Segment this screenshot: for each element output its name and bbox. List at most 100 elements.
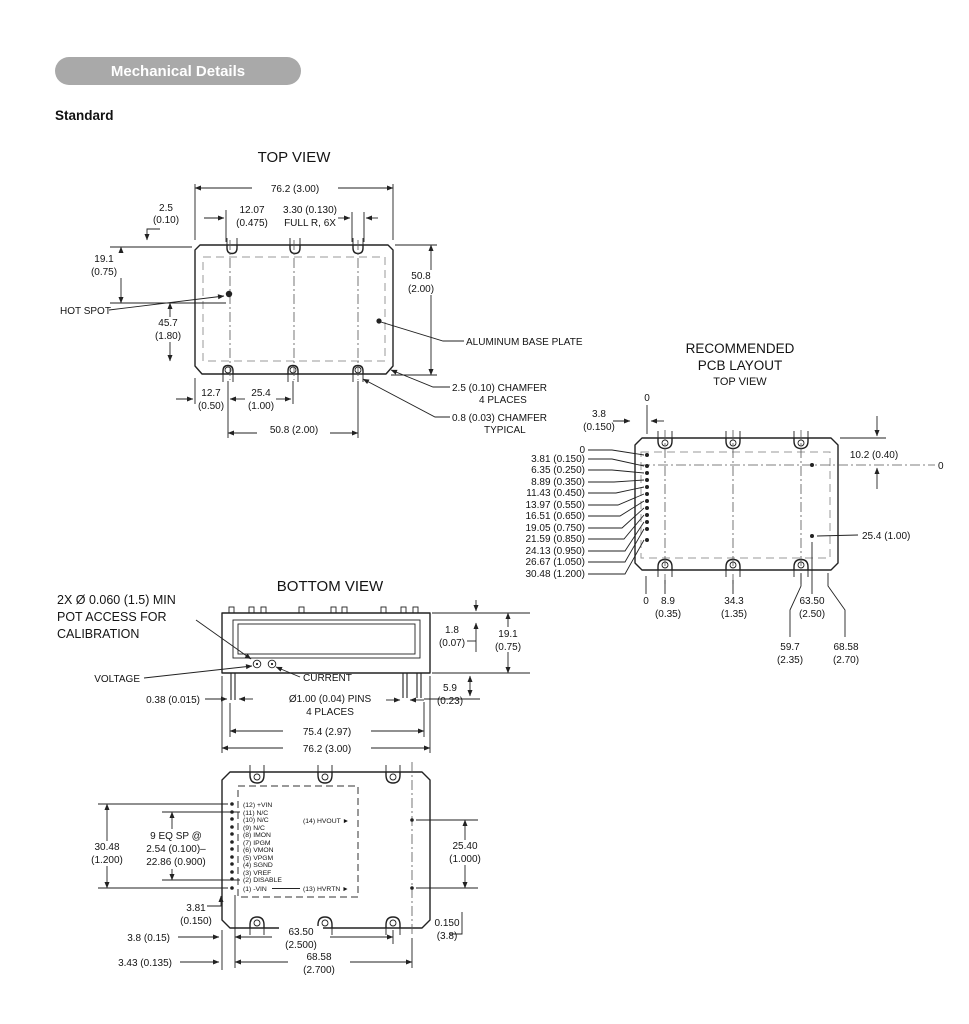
pin-label: (10) N/C [243,817,269,824]
pcb-dim-top-label-in: (0.150) [583,422,615,433]
dim-widths-lines [221,676,431,753]
pins-note-label: Ø1.00 (0.04) PINS [289,694,372,705]
pcb-col-label-in: (0.35) [655,609,681,620]
pot-access-label3: CALIBRATION [57,627,139,641]
pcb-title-line1: RECOMMENDED [686,341,795,356]
top-view-bottom-dims [176,378,359,438]
current-label: CURRENT [303,673,352,684]
dim-eqsp-label3: 22.86 (0.900) [146,857,206,868]
pot-access-label1: 2X Ø 0.060 (1.5) MIN [57,593,176,607]
dim-b3-label: 50.8 (2.00) [270,425,318,436]
pcb-layout-drawing: RECOMMENDED PCB LAYOUT TOP VIEW [526,341,945,666]
dim-lead-label: 5.9 [443,683,457,694]
pcb-row-label: 19.05 (0.750) [526,523,586,534]
profile-bezel-outer [232,619,421,659]
pcb-centerlines [640,430,935,585]
pcb-left-holes [645,453,649,542]
chamfer-a-label: 2.5 (0.10) CHAMFER [452,383,547,394]
pcb-bottom-zero: 0 [643,596,649,607]
pcb-dim-right-lines [840,416,886,489]
dim-381-label-in: (0.150) [180,916,212,927]
top-view-drawing: TOP VIEW [60,149,583,438]
dim-lip-arrows [467,600,479,652]
dim-width-label: 76.2 (3.00) [271,184,319,195]
voltage-leader [143,664,253,679]
pcb-right-hole-top [810,463,814,467]
chamfer-a-label2: 4 PLACES [479,395,527,406]
baseplate-leader [380,321,464,342]
pin-label: (9) N/C [243,825,265,832]
dim-381-leader [207,895,224,907]
dim-0150-label: 0.150 [434,918,459,929]
pin-label: (2) DISABLE [243,877,282,884]
pin-label: (5) VPGM [243,855,274,862]
top-view-width-dim [194,184,394,240]
pin-label: (11) N/C [243,810,268,817]
pin-label: (7) IPGM [243,840,271,847]
section-header-pill: Mechanical Details [55,57,301,85]
dim-6350-label: 63.50 [288,927,313,938]
pcb-row-zero: 0 [579,445,585,456]
dim-w1-label: 75.4 (2.97) [303,727,351,738]
dim-notch-radius-lines [338,212,378,242]
pcb-top-zero: 0 [644,393,650,404]
dim-lip-label: 1.8 [445,625,459,636]
pcb-row-label: 3.81 (0.150) [531,454,585,465]
pot-access-leader [195,619,252,660]
pin-label: (6) VMON [243,847,274,854]
pcb-row-label: 21.59 (0.850) [526,534,586,545]
pcb-dim-top-label: 3.8 [592,409,606,420]
dim-notch-offset-label: 12.07 [239,205,264,216]
pin-labels: (12) +VIN (11) N/C (10) N/C (9) N/C (8) … [243,802,349,893]
pin-label: (3) VREF [243,870,271,877]
dim-b1-label-in: (0.50) [198,401,224,412]
pot-access-label2: POT ACCESS FOR [57,610,167,624]
pcb-row-leaders [588,449,645,575]
pcb-dim-right-mid-leader [816,534,859,537]
dim-height-top-label-in: (0.75) [91,267,117,278]
pcb-dim-right-top-label: 10.2 (0.40) [850,450,898,461]
pin-table-outline [237,785,359,898]
top-view-title: TOP VIEW [258,149,332,166]
chamfer-b-label2: TYPICAL [484,425,526,436]
dim-corner-label-in: (0.10) [153,215,179,226]
hot-spot-marker [225,290,233,298]
chamfer-a-leader [390,369,450,388]
bottom-view-profile: BOTTOM VIEW 2X Ø 0.060 (1.5) MIN POT ACC… [57,578,530,755]
dim-pin-offset-label: 0.38 (0.015) [146,695,200,706]
dim-notch-radius-label2: FULL R, 6X [284,218,336,229]
pcb-row-label: 24.13 (0.950) [526,546,586,557]
pcb-outline [634,437,839,571]
dim-notch-offset-label-in: (0.475) [236,218,268,229]
voltage-label: VOLTAGE [94,674,140,685]
voltage-pot [252,659,262,669]
profile-body [221,612,431,674]
baseplate-marker [376,318,382,324]
chamfer-b-label: 0.8 (0.03) CHAMFER [452,413,547,424]
pin-label-hvrtn: (13) HVRTN ► [303,886,349,893]
dim-height-full-lines [391,244,437,376]
baseplate-label: ALUMINUM BASE PLATE [466,337,583,348]
dim-lead-lines [424,675,480,700]
pcb-col-label-in: (1.35) [721,609,747,620]
dim-381-label: 3.81 [186,903,206,914]
dim-height-full-label-in: (2.00) [408,284,434,295]
pcb-row-label: 8.89 (0.350) [531,477,585,488]
pcb-row-label: 30.48 (1.200) [526,569,586,580]
dim-height-full-label: 50.8 [411,271,431,282]
dim-b2-label: 25.4 [251,388,271,399]
dim-0150-label-in: (3.8) [437,931,458,942]
subsection-label: Standard [55,108,114,123]
dim-0150-bracket [450,912,463,935]
dim-notch-offset-lines [204,210,227,242]
pcb-title-line2: PCB LAYOUT [698,358,783,373]
pcb-col2-label: 59.7 [780,642,800,653]
pcb-row-label: 26.67 (1.050) [526,557,586,568]
dim-b2-label-in: (1.00) [248,401,274,412]
profile-leads [230,673,422,700]
dim-6858-label-in: (2.700) [303,965,335,976]
pcb-col-label: 63.50 [799,596,824,607]
hvrtn-pin [410,886,414,890]
